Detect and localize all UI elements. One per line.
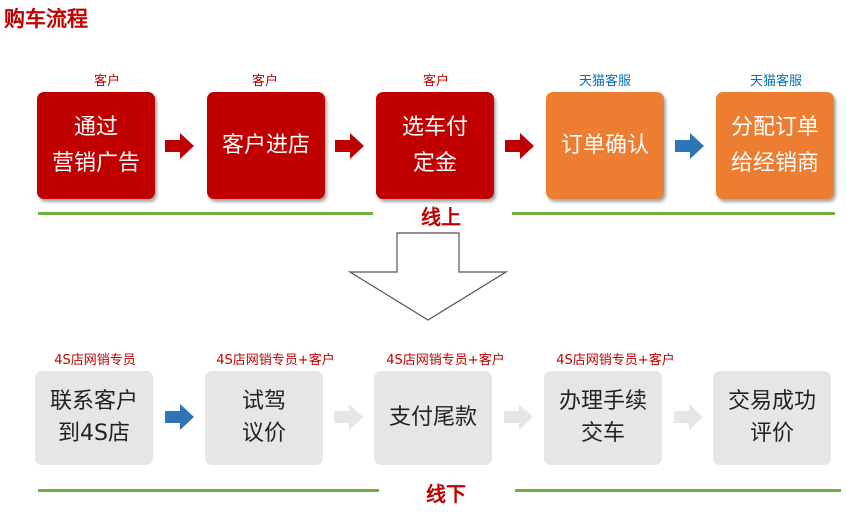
step-box-review: 交易成功评价 bbox=[713, 371, 831, 465]
step-text: 支付尾款 bbox=[388, 405, 477, 431]
arrow-right-icon bbox=[504, 404, 533, 430]
step-box-assign: 分配订单给经销商 bbox=[716, 92, 834, 199]
role-label: 4S店网销专员+客户 bbox=[386, 353, 505, 368]
role-label: 4S店网销专员+客户 bbox=[556, 353, 675, 368]
role-label: 天猫客服 bbox=[578, 74, 631, 89]
step-box-testdrive: 试驾议价 bbox=[205, 371, 323, 465]
role-label: 4S店网销专员+客户 bbox=[216, 353, 335, 368]
step-box-confirm: 订单确认 bbox=[546, 92, 664, 199]
role-label: 客户 bbox=[422, 74, 449, 89]
page-title: 购车流程 bbox=[4, 7, 88, 31]
role-label: 客户 bbox=[93, 74, 120, 89]
arrow-right-icon bbox=[335, 133, 364, 159]
step-box-visit: 客户进店 bbox=[207, 92, 325, 199]
section-line bbox=[38, 489, 379, 492]
step-text: 客户进店 bbox=[221, 132, 310, 158]
step-text: 交车 bbox=[580, 421, 625, 446]
role-label: 4S店网销专员 bbox=[54, 353, 136, 368]
role-label: 客户 bbox=[251, 74, 278, 89]
arrow-down-icon bbox=[348, 232, 508, 321]
arrow-right-icon bbox=[165, 133, 194, 159]
section-label-offline: 线下 bbox=[426, 482, 466, 506]
step-text: 议价 bbox=[241, 421, 286, 446]
step-box-deposit: 选车付定金 bbox=[376, 92, 494, 199]
step-text: 选车付 bbox=[401, 115, 468, 141]
step-text: 评价 bbox=[749, 421, 794, 446]
step-box-contact: 联系客户到4S店 bbox=[35, 371, 153, 465]
step-box-ad: 通过营销广告 bbox=[37, 92, 155, 199]
role-label: 天猫客服 bbox=[749, 74, 802, 89]
arrow-right-icon bbox=[674, 404, 703, 430]
arrow-right-icon bbox=[165, 404, 194, 430]
step-text: 定金 bbox=[412, 150, 457, 176]
step-text: 交易成功 bbox=[727, 389, 816, 415]
arrow-right-icon bbox=[675, 133, 704, 159]
step-text: 联系客户 bbox=[49, 389, 138, 415]
step-box-payment: 支付尾款 bbox=[374, 371, 492, 465]
section-line bbox=[38, 212, 373, 215]
step-text: 到4S店 bbox=[58, 421, 130, 446]
step-text: 分配订单 bbox=[730, 115, 819, 141]
step-text: 办理手续 bbox=[558, 389, 647, 415]
step-text: 给经销商 bbox=[730, 150, 819, 176]
section-line bbox=[515, 489, 841, 492]
step-text: 试驾 bbox=[241, 389, 286, 415]
section-line bbox=[512, 212, 835, 215]
step-text: 营销广告 bbox=[51, 150, 140, 176]
section-label-online: 线上 bbox=[421, 205, 461, 229]
arrow-right-icon bbox=[505, 133, 534, 159]
step-text: 通过 bbox=[73, 115, 118, 141]
arrow-right-icon bbox=[334, 404, 363, 430]
step-box-delivery: 办理手续交车 bbox=[544, 371, 662, 465]
step-text: 订单确认 bbox=[560, 132, 649, 158]
